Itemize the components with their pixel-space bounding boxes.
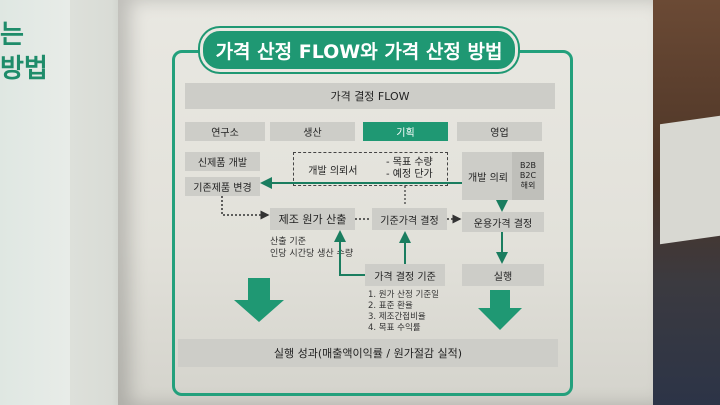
request-items: - 목표 수량 - 예정 단가	[386, 157, 433, 181]
sales-channels: B2B B2C 해외	[512, 152, 544, 200]
diagram-title: 가격 산정 FLOW와 가격 산정 방법	[200, 28, 518, 72]
header-bar: 가격 결정 FLOW	[185, 83, 555, 109]
sales-request-label: 개발 의뢰	[468, 172, 508, 184]
criteria-item: 2. 표준 환율	[368, 301, 413, 311]
criteria-box: 가격 결정 기준	[365, 264, 445, 286]
left-page-tint	[0, 0, 70, 405]
cost-calc-box: 제조 원가 산출	[270, 208, 355, 230]
cost-basis-line: 인당 시간당 생산 수량	[270, 249, 354, 259]
existing-change-box: 기존제품 변경	[185, 177, 260, 196]
criteria-item: 1. 원가 산정 기준일	[368, 290, 439, 300]
new-product-box: 신제품 개발	[185, 152, 260, 171]
side-book	[660, 115, 720, 245]
channel-b2c: B2C	[519, 171, 537, 180]
channel-overseas: 해외	[520, 181, 536, 190]
criteria-item: 4. 목표 수익률	[368, 323, 421, 333]
request-box: 개발 의뢰서 - 목표 수량 - 예정 단가	[293, 152, 448, 186]
left-page-text: 는 방법	[0, 18, 48, 86]
request-item: - 목표 수량	[385, 157, 433, 168]
request-label: 개발 의뢰서	[308, 165, 358, 177]
base-price-box: 기준가격 결정	[372, 208, 447, 230]
left-page-text-line: 방법	[0, 54, 48, 84]
left-page-text-line: 는	[0, 20, 24, 50]
operating-price-box: 운용가격 결정	[462, 212, 544, 232]
cost-basis-line: 산출 기준	[270, 237, 306, 247]
request-item: - 예정 단가	[385, 169, 433, 180]
channel-b2b: B2B	[519, 161, 537, 170]
dept-sales: 영업	[457, 122, 542, 141]
cost-basis-note: 산출 기준 인당 시간당 생산 수량	[270, 236, 353, 260]
criteria-list: 1. 원가 산정 기준일 2. 표준 환율 3. 제조간접비율 4. 목표 수익…	[368, 290, 439, 334]
criteria-item: 3. 제조간접비율	[368, 312, 426, 322]
dept-lab: 연구소	[185, 122, 265, 141]
result-bar: 실행 성과(매출액이익률 / 원가절감 실적)	[178, 339, 558, 367]
execution-box: 실행	[462, 264, 544, 286]
dept-production: 생산	[270, 122, 355, 141]
dept-planning: 기획	[363, 122, 448, 141]
